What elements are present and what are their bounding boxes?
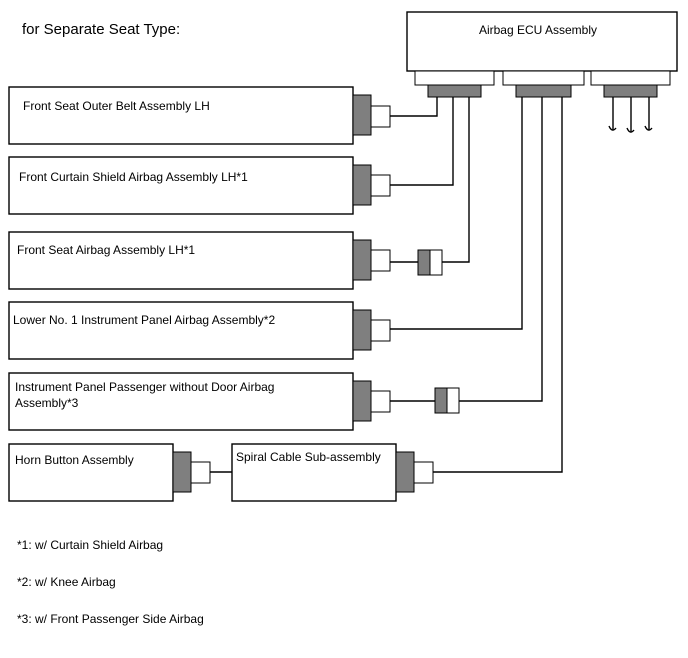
passenger-airbag-assembly: Instrument Panel Passenger without Door …	[8, 372, 460, 431]
knee-airbag-plug	[370, 319, 391, 342]
ecu-connector-3	[603, 84, 658, 98]
cut-wires	[612, 97, 650, 132]
ecu-connector-housing-1	[414, 70, 495, 86]
spiral-cable-connector	[395, 451, 415, 493]
footnote-1: *1: w/ Curtain Shield Airbag	[17, 538, 163, 552]
spiral-cable-label: Spiral Cable Sub-assembly	[236, 450, 381, 464]
passenger-inline-connector-gray	[434, 387, 448, 414]
curtain-shield-label: Front Curtain Shield Airbag Assembly LH*…	[19, 170, 248, 184]
ecu-connector-housing-3	[590, 70, 671, 86]
seat-airbag-inline-connector-white	[429, 249, 443, 276]
diagram-heading: for Separate Seat Type:	[22, 21, 180, 38]
wire-curtain-shield	[390, 97, 454, 186]
curtain-shield-airbag-assembly: Front Curtain Shield Airbag Assembly LH*…	[8, 156, 391, 215]
seat-airbag-box	[8, 231, 354, 290]
footnote-3: *3: w/ Front Passenger Side Airbag	[17, 612, 204, 626]
seat-airbag-plug	[370, 249, 391, 272]
passenger-airbag-label-line1: Instrument Panel Passenger without Door …	[15, 380, 274, 394]
horn-button-plug	[190, 461, 211, 484]
wiring	[210, 97, 563, 473]
passenger-inline-connector-white	[446, 387, 460, 414]
ecu-connector-2	[515, 84, 572, 98]
wire-break-marks	[608, 125, 653, 133]
passenger-airbag-plug	[370, 390, 391, 413]
curtain-shield-plug	[370, 174, 391, 197]
passenger-airbag-connector	[352, 380, 372, 422]
knee-airbag-label: Lower No. 1 Instrument Panel Airbag Asse…	[13, 313, 275, 327]
airbag-ecu-assembly: Airbag ECU Assembly	[406, 11, 678, 133]
wire-inline-to-ecu-1	[442, 97, 470, 263]
knee-airbag-box	[8, 301, 354, 360]
knee-airbag-connector	[352, 309, 372, 351]
passenger-airbag-label-line2: Assembly*3	[15, 396, 79, 410]
ecu-connector-housing-2	[502, 70, 585, 86]
horn-button-connector	[172, 451, 192, 493]
curtain-shield-connector	[352, 164, 372, 206]
horn-button-box	[8, 443, 174, 502]
knee-airbag-assembly: Lower No. 1 Instrument Panel Airbag Asse…	[8, 301, 391, 360]
horn-button-assembly: Horn Button Assembly	[8, 443, 211, 502]
outer-belt-plug	[370, 105, 391, 128]
ecu-connector-1	[427, 84, 482, 98]
outer-belt-assembly: Front Seat Outer Belt Assembly LH	[8, 86, 391, 145]
ecu-body	[406, 11, 678, 72]
spiral-cable-sub-assembly: Spiral Cable Sub-assembly	[231, 443, 434, 502]
seat-airbag-label: Front Seat Airbag Assembly LH*1	[17, 243, 195, 257]
footnote-2: *2: w/ Knee Airbag	[17, 575, 116, 589]
curtain-shield-box	[8, 156, 354, 215]
wire-inline-to-ecu-2	[459, 97, 543, 402]
wire-outer-belt	[390, 97, 438, 117]
outer-belt-connector	[352, 94, 372, 136]
seat-airbag-connector	[352, 239, 372, 281]
seat-airbag-assembly: Front Seat Airbag Assembly LH*1	[8, 231, 443, 290]
wire-spiral-cable	[433, 97, 563, 473]
spiral-cable-plug	[413, 461, 434, 484]
spiral-cable-box	[231, 443, 397, 502]
ecu-label: Airbag ECU Assembly	[479, 23, 597, 37]
seat-airbag-inline-connector-gray	[417, 249, 431, 276]
outer-belt-label: Front Seat Outer Belt Assembly LH	[23, 99, 210, 113]
outer-belt-box	[8, 86, 354, 145]
horn-button-label: Horn Button Assembly	[15, 453, 134, 467]
wire-knee-airbag	[390, 97, 523, 330]
